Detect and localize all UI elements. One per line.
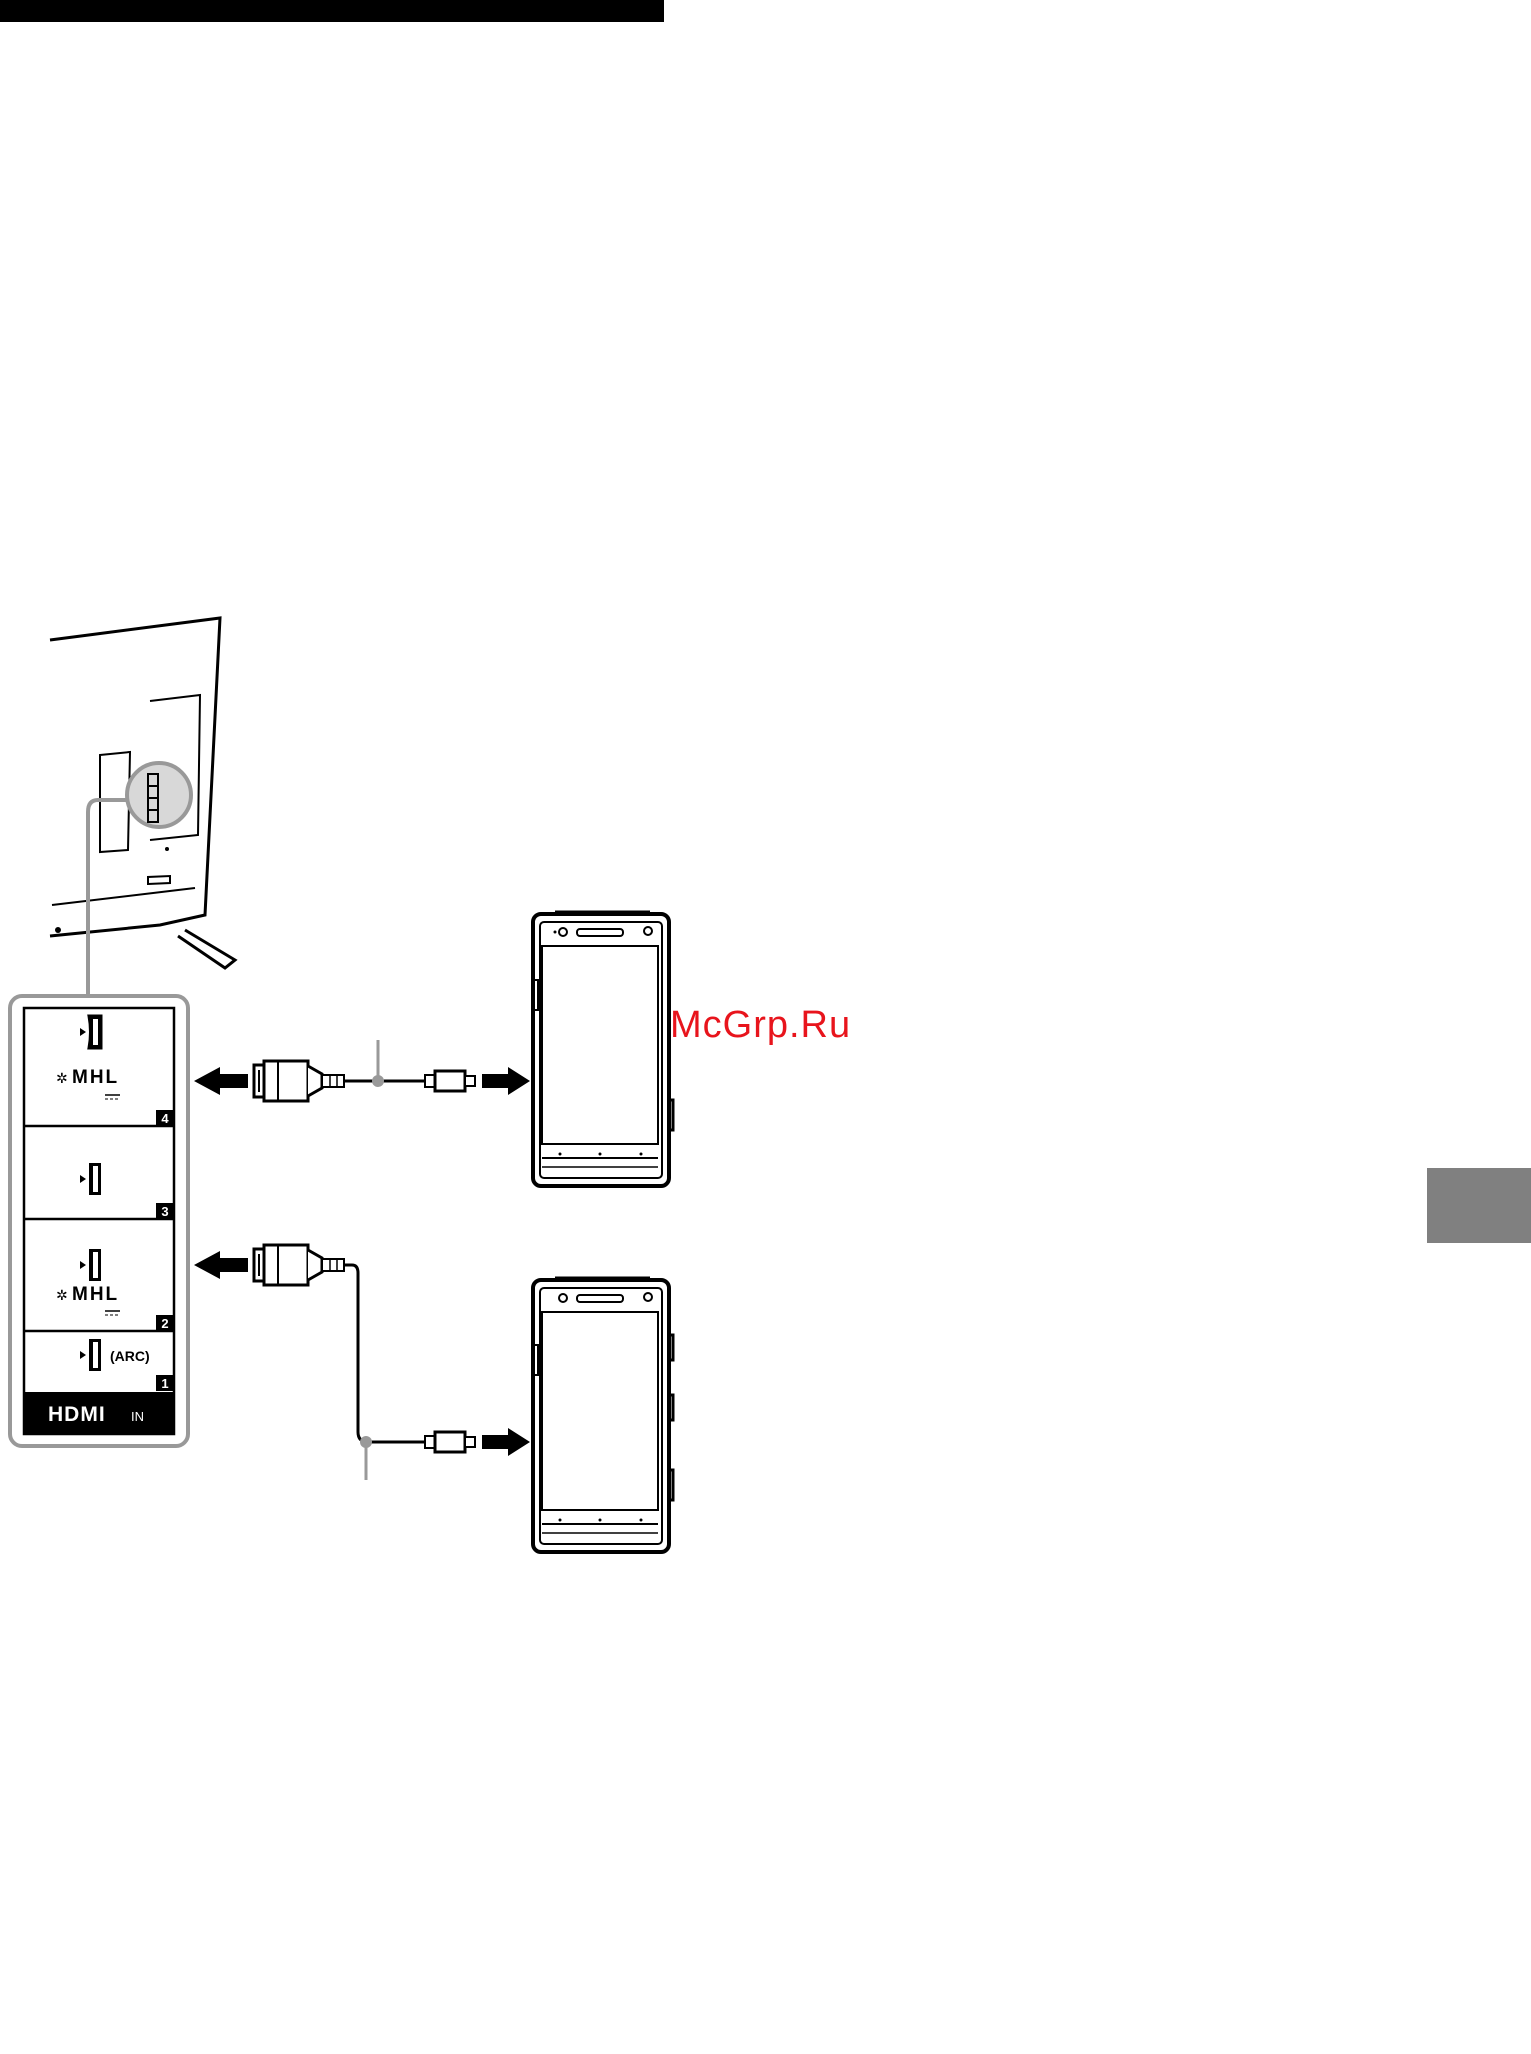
mhl-label-4: MHL [72, 1067, 119, 1088]
mhl-cable-top [194, 1040, 530, 1101]
mhl-cable-bottom [194, 1245, 530, 1480]
hdmi-in-label: IN [131, 1409, 144, 1424]
svg-text:✲: ✲ [56, 1070, 68, 1086]
port-number-4: 4 [161, 1111, 169, 1126]
port-number-3: 3 [161, 1204, 168, 1219]
arc-label: (ARC) [110, 1348, 150, 1364]
port-number-2: 2 [161, 1316, 168, 1331]
port-number-1: 1 [161, 1376, 168, 1391]
smartphone-top [533, 912, 673, 1186]
hdmi-panel: ✲ MHL 4 3 ✲ MHL 2 [10, 996, 188, 1446]
hdmi-logo: HDMI [48, 1403, 106, 1426]
mhl-label-2: MHL [72, 1284, 119, 1305]
smartphone-bottom [533, 1278, 673, 1552]
zoom-callout [88, 763, 191, 995]
svg-text:✲: ✲ [56, 1287, 68, 1303]
